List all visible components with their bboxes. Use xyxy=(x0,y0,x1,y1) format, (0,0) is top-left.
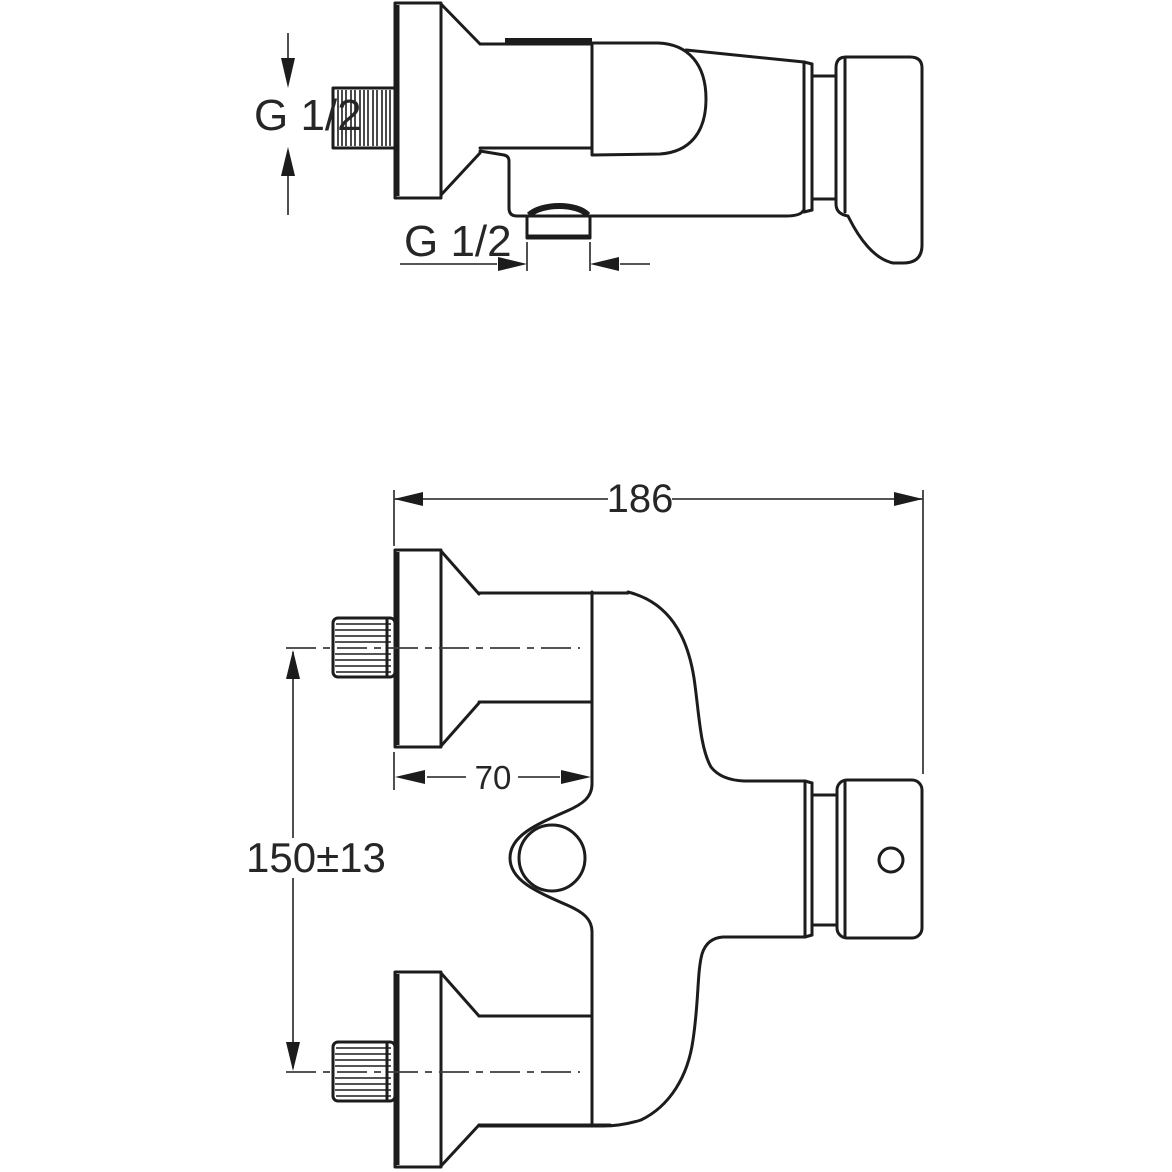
dimension-body-offset: 70 xyxy=(393,752,591,796)
knurling xyxy=(337,90,391,146)
side-view: G 1/2 G 1/2 xyxy=(254,1,924,271)
handle-screw-hole xyxy=(877,846,905,874)
arrowhead-right xyxy=(561,770,591,784)
thread-lines xyxy=(335,1047,391,1097)
front-handle-plate xyxy=(803,779,814,939)
dim-label-body-offset: 70 xyxy=(475,759,512,796)
front-valve-body xyxy=(478,590,840,1128)
dim-label-overall-width: 186 xyxy=(607,477,674,521)
side-valve-body xyxy=(478,38,838,218)
shower-outlet-boss xyxy=(517,823,587,893)
dimension-connection-distance: 150±13 xyxy=(246,650,386,1071)
arrowhead-up xyxy=(286,650,300,679)
dimension-overall-width: 186 xyxy=(393,477,924,774)
side-handle-plate xyxy=(802,60,814,214)
arrowhead-right xyxy=(498,257,527,271)
cartridge-dome xyxy=(590,41,708,157)
side-outlet-port xyxy=(525,203,592,240)
dim-label-connection-distance: 150±13 xyxy=(246,834,386,881)
side-lever-handle xyxy=(834,55,924,265)
side-wall-rosette xyxy=(393,1,482,200)
dim-label-outlet-thread: G 1/2 xyxy=(404,217,512,266)
arrowhead-left xyxy=(590,257,619,271)
arrowhead-down xyxy=(281,58,295,88)
dimension-inlet-thread: G 1/2 xyxy=(254,33,362,215)
front-lever-handle xyxy=(835,778,924,940)
side-threaded-inlet xyxy=(331,86,397,150)
dimension-outlet-thread: G 1/2 xyxy=(400,217,650,271)
arrowhead-down xyxy=(286,1042,300,1071)
arrowhead-left xyxy=(394,492,423,506)
arrowhead-left xyxy=(395,770,425,784)
dim-label-inlet-thread: G 1/2 xyxy=(254,91,362,140)
arrowhead-up xyxy=(281,147,295,176)
arrowhead-right xyxy=(894,492,923,506)
thread-lines xyxy=(335,623,391,673)
front-lower-connection xyxy=(286,970,612,1169)
front-upper-connection xyxy=(286,548,630,749)
front-view: 186 xyxy=(246,477,924,1169)
